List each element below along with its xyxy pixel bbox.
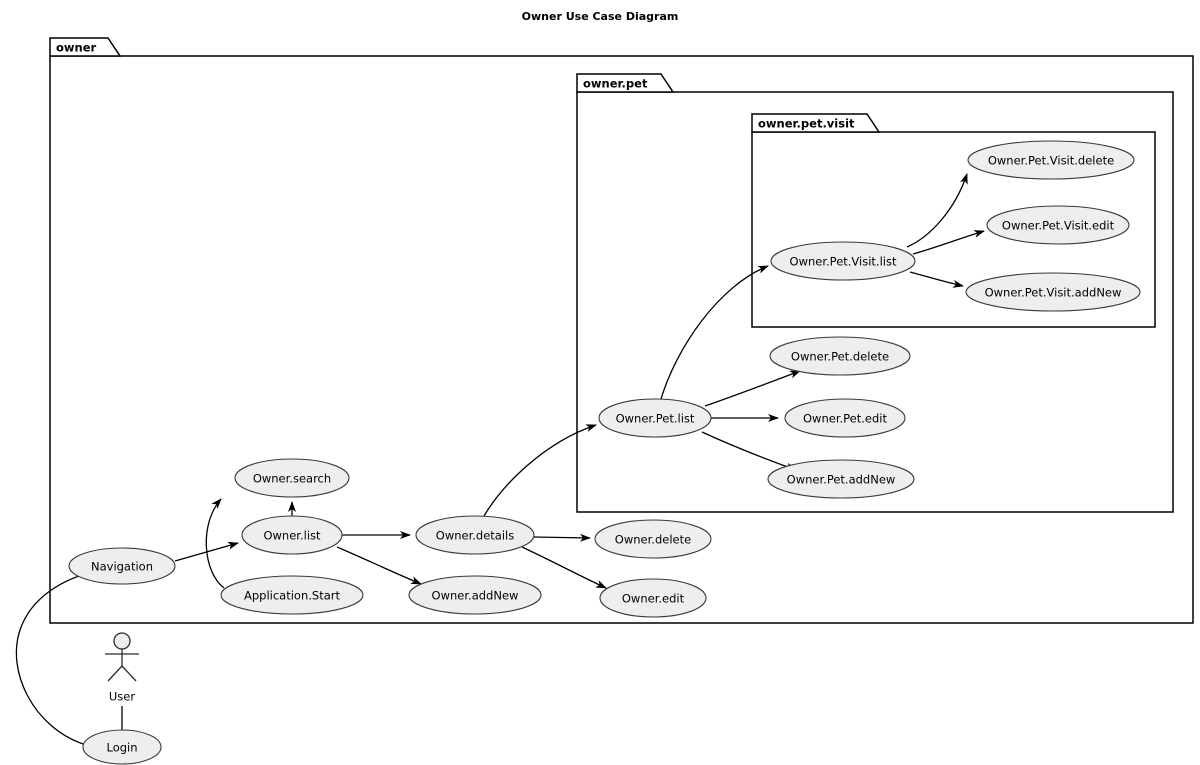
usecase-label: Login [106,741,137,755]
usecase-label: Owner.Pet.addNew [787,473,896,487]
usecase-shape[interactable] [594,519,712,559]
usecase-label: Owner.addNew [432,589,519,603]
edge-pet-list-to-visit-list [660,265,769,400]
usecase-visit-delete[interactable]: Owner.Pet.Visit.delete [967,140,1135,180]
usecase-label: Navigation [91,560,153,574]
usecase-shape[interactable] [770,241,916,281]
usecase-shape[interactable] [241,515,343,555]
usecase-label: Owner.edit [622,592,685,606]
actor-user[interactable]: User [105,632,139,704]
usecase-label: Application.Start [244,589,340,603]
usecase-owner-search[interactable]: Owner.search [234,458,350,498]
edge-app-start-to-search [205,498,225,589]
usecase-shape[interactable] [599,578,707,618]
package-label: owner.pet [583,77,648,91]
actor-head [113,632,131,650]
edge-visit-list-to-edit [912,230,985,255]
usecase-owner-addnew[interactable]: Owner.addNew [408,575,542,615]
usecase-label: Owner.Pet.edit [803,412,887,426]
edge-login-to-navigation [15,569,98,745]
usecase-label: Owner.Pet.delete [791,350,889,364]
usecase-label: Owner.Pet.Visit.edit [1002,219,1115,233]
usecase-shape[interactable] [220,575,364,615]
usecase-visit-list[interactable]: Owner.Pet.Visit.list [770,241,916,281]
usecase-label: Owner.search [253,472,331,486]
usecase-shape[interactable] [415,515,535,555]
usecase-shape[interactable] [598,398,712,438]
usecase-shape[interactable] [965,272,1141,312]
page-title: Owner Use Case Diagram [522,10,679,23]
package-label: owner.pet.visit [758,117,855,131]
usecase-login[interactable]: Login [82,729,162,765]
usecase-pet-list[interactable]: Owner.Pet.list [598,398,712,438]
usecase-shape[interactable] [234,458,350,498]
edge-details-to-edit [521,546,607,589]
usecase-label: Owner.Pet.Visit.addNew [985,286,1122,300]
usecase-owner-delete[interactable]: Owner.delete [594,519,712,559]
actors-layer: User [105,632,139,704]
usecase-shape[interactable] [784,398,906,438]
edge-list-to-owner-addnew [336,546,422,585]
usecase-shape[interactable] [769,336,911,376]
package-tab [576,73,675,93]
usecase-label: Owner.Pet.list [616,412,695,426]
edge-details-to-delete [533,533,591,542]
edge-pet-list-to-pet-delete [704,370,801,407]
edge-pet-list-to-pet-addnew [701,431,797,471]
usecase-label: Owner.delete [615,533,691,547]
usecase-shape[interactable] [82,729,162,765]
usecase-label: Owner.details [436,529,514,543]
usecase-shape[interactable] [967,140,1135,180]
usecase-navigation[interactable]: Navigation [68,547,176,585]
edge-visit-list-to-addnew [909,271,964,288]
usecase-owner-details[interactable]: Owner.details [415,515,535,555]
usecase-label: Owner.list [263,529,321,543]
actor-label: User [109,690,135,704]
usecase-owner-list[interactable]: Owner.list [241,515,343,555]
usecase-shape[interactable] [68,547,176,585]
usecase-app-start[interactable]: Application.Start [220,575,364,615]
usecase-shape[interactable] [986,205,1130,245]
usecase-pet-delete[interactable]: Owner.Pet.delete [769,336,911,376]
usecases-layer: Owner.Pet.Visit.deleteOwner.Pet.Visit.ed… [68,140,1141,765]
usecase-owner-edit[interactable]: Owner.edit [599,578,707,618]
usecase-pet-addnew[interactable]: Owner.Pet.addNew [767,459,915,499]
usecase-label: Owner.Pet.Visit.list [790,255,897,269]
edge-details-to-pet-list [483,424,597,517]
usecase-shape[interactable] [408,575,542,615]
edges-layer [15,173,985,745]
actor-legs [107,665,137,682]
package-tab [751,113,881,133]
usecase-shape[interactable] [767,459,915,499]
package-label: owner [56,41,97,55]
usecase-pet-edit[interactable]: Owner.Pet.edit [784,398,906,438]
package-tab [49,37,122,57]
usecase-label: Owner.Pet.Visit.delete [988,154,1114,168]
usecase-visit-addnew[interactable]: Owner.Pet.Visit.addNew [965,272,1141,312]
usecase-visit-edit[interactable]: Owner.Pet.Visit.edit [986,205,1130,245]
edge-visit-list-to-delete [906,173,968,248]
edge-navigation-to-list [174,541,239,562]
